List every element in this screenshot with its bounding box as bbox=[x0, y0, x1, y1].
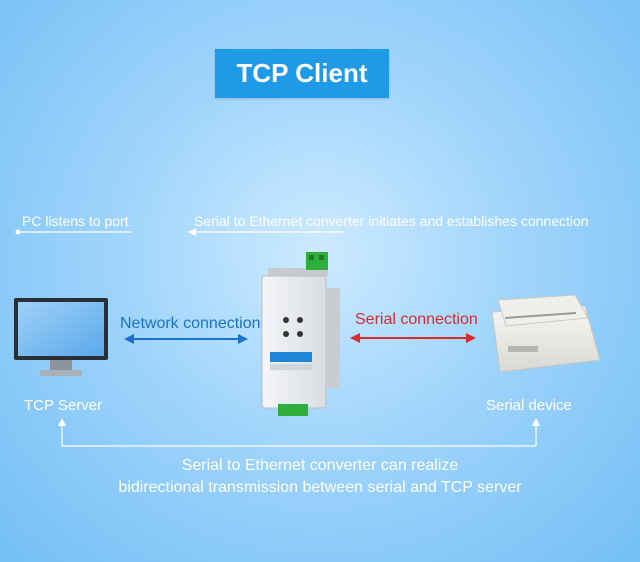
converter-initiates-pointer bbox=[188, 228, 344, 236]
tcp-server-label: TCP Server bbox=[24, 397, 103, 414]
monitor-icon bbox=[14, 298, 108, 376]
diagram-title: TCP Client bbox=[215, 49, 389, 98]
bottom-caption-line2: bidirectional transmission between seria… bbox=[118, 479, 522, 496]
pc-listens-label: PC listens to port bbox=[22, 213, 129, 229]
network-connection-arrow bbox=[124, 334, 248, 344]
pc-listens-pointer bbox=[15, 229, 132, 235]
terminal-connector bbox=[306, 252, 328, 270]
converter-initiates-label: Serial to Ethernet converter initiates a… bbox=[194, 213, 589, 229]
serial-connection-arrow bbox=[350, 333, 476, 343]
network-connection-label: Network connection bbox=[120, 315, 261, 332]
bottom-caption-line1: Serial to Ethernet converter can realize bbox=[181, 457, 459, 474]
bidirectional-bracket bbox=[58, 418, 540, 447]
serial-ethernet-converter bbox=[261, 252, 340, 416]
serial-device-label: Serial device bbox=[486, 397, 572, 414]
serial-connection-label: Serial connection bbox=[355, 311, 478, 328]
printer-icon bbox=[491, 294, 601, 373]
